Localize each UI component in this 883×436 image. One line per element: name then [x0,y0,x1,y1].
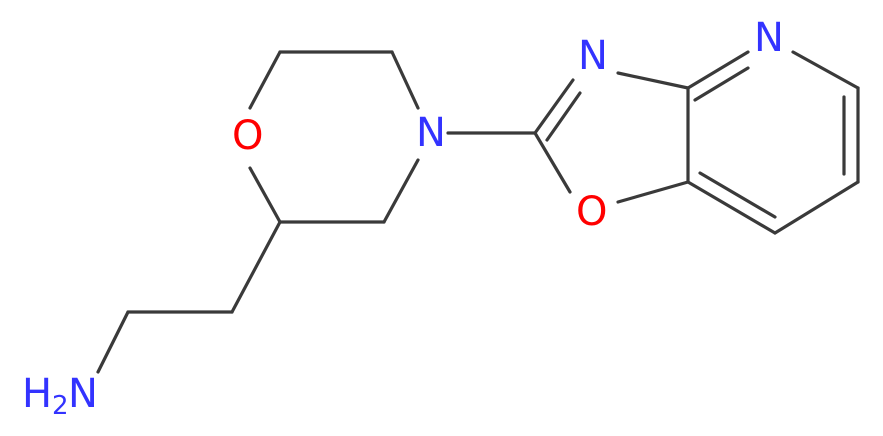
bond [773,180,860,235]
bond [96,310,130,374]
bond [533,131,572,194]
amine-label-subscript: 2 [52,391,69,421]
atom-label-oxygen: O [232,113,263,159]
bond [698,171,777,219]
bond [616,180,690,204]
atom-label-nitrogen: N [578,33,608,79]
bond [545,91,582,142]
bond [686,50,750,90]
bond [693,66,750,102]
atom-label-nitrogen: N [416,110,446,156]
amine-label-n: N [68,371,98,417]
bond [791,50,860,90]
bond [382,158,420,224]
atom-label-nitrogen: N [754,15,784,61]
bond [248,166,282,224]
bond [248,50,282,110]
amine-label-h: H [22,371,52,417]
bond [230,220,282,314]
bond [533,78,575,135]
bond [616,71,690,90]
bond [390,50,420,110]
bond [686,180,777,235]
atom-label-oxygen: O [576,189,607,235]
